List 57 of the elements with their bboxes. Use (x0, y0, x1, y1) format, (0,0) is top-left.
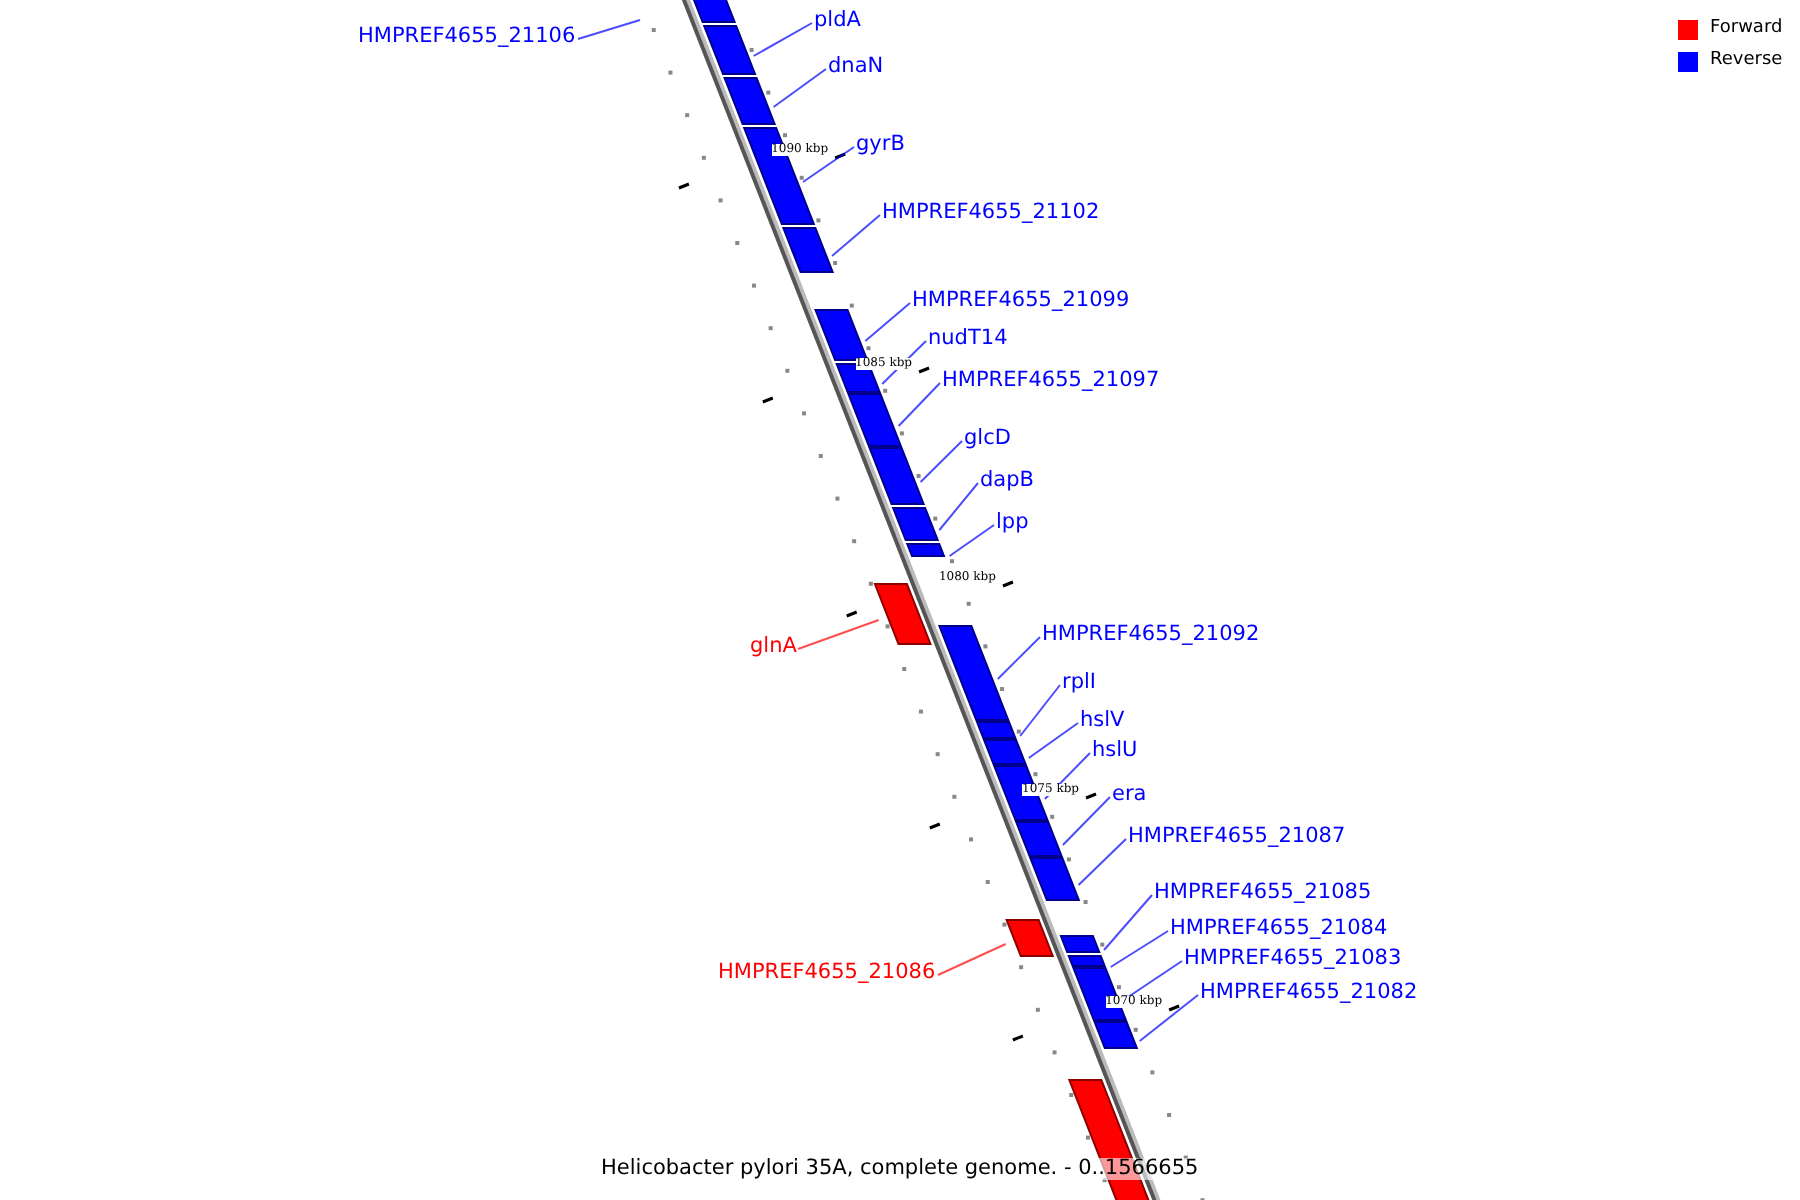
gene-block (1005, 919, 1055, 957)
legend-label: Forward (1710, 20, 1783, 38)
gene-label: HMPREF4655_21097 (942, 370, 1160, 391)
leader-line (797, 619, 880, 650)
gene-label: HMPREF4655_21102 (882, 202, 1100, 223)
leader-line (577, 19, 641, 40)
legend-label: Reverse (1710, 52, 1783, 70)
leader-line (1109, 930, 1169, 968)
leader-line (1103, 894, 1153, 951)
gene-block (873, 583, 932, 645)
leader-line (937, 943, 1007, 976)
leader-line (1061, 796, 1111, 846)
gene-label: HMPREF4655_21085 (1154, 882, 1372, 903)
gene-label: glnA (750, 636, 797, 657)
gene-label: HMPREF4655_21084 (1170, 918, 1388, 939)
gene-label: HMPREF4655_21086 (718, 962, 936, 983)
gene-label: era (1112, 784, 1147, 805)
gene-label: gyrB (856, 134, 905, 155)
leader-line (938, 482, 979, 531)
gene-label: lpp (996, 512, 1029, 533)
gene-label: HMPREF4655_21099 (912, 290, 1130, 311)
gene-label: hslV (1080, 710, 1125, 731)
leader-line (752, 22, 813, 57)
leader-line (996, 636, 1041, 680)
gene-label: nudT14 (928, 328, 1008, 349)
leader-line (897, 382, 941, 427)
gene-block (835, 363, 882, 393)
leader-line (1019, 684, 1061, 737)
gene-label: glcD (964, 428, 1011, 449)
caption: Helicobacter pylori 35A, complete genome. - 0..1566655 (601, 1158, 1199, 1179)
gene-label: HMPREF4655_21106 (358, 26, 576, 47)
leader-line (772, 68, 827, 108)
leader-line (1027, 722, 1079, 759)
gene-label: dnaN (828, 56, 884, 77)
gene-block (1059, 935, 1101, 953)
gene-block (937, 625, 1010, 721)
gene-label: HMPREF4655_21087 (1128, 826, 1346, 847)
gene-block (1093, 1021, 1139, 1049)
leader-line (1077, 838, 1127, 886)
leader-line (1138, 994, 1199, 1042)
gene-label: dapB (980, 470, 1034, 491)
gene-label: HMPREF4655_21082 (1200, 982, 1418, 1003)
leader-line (948, 524, 995, 557)
leader-line (802, 146, 855, 183)
gene-label: HMPREF4655_21092 (1042, 624, 1260, 645)
leader-line (831, 214, 881, 257)
gene-block (982, 739, 1027, 765)
gene-label: HMPREF4655_21083 (1184, 948, 1402, 969)
gene-label: rplI (1062, 672, 1096, 693)
gene-block (1028, 857, 1081, 901)
leader-line (919, 440, 963, 483)
gene-block (1014, 821, 1063, 857)
gene-label: pldA (814, 10, 861, 31)
gene-label: hslU (1092, 740, 1138, 761)
leader-line (864, 302, 911, 342)
gene-block (723, 77, 777, 125)
gene-block (781, 227, 835, 273)
